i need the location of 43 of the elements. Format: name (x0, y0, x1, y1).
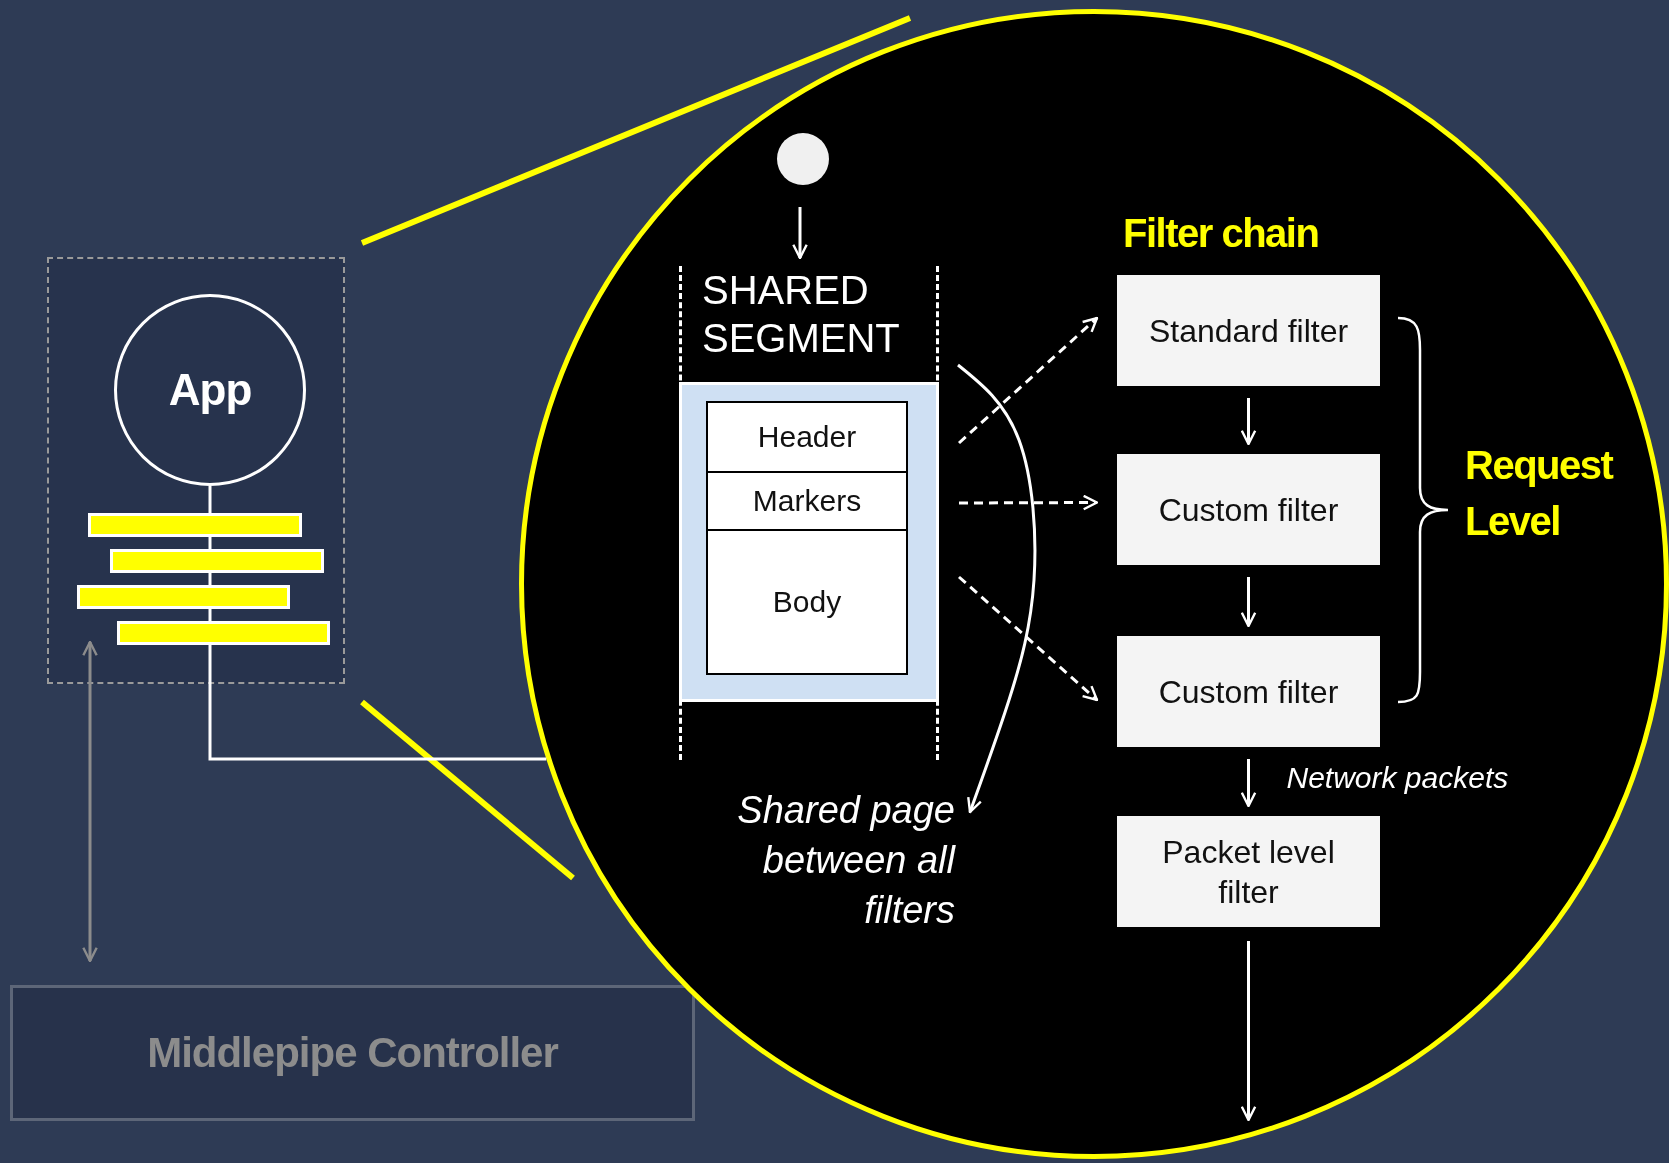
dashed-arrow (959, 494, 1099, 511)
filter-box (1117, 275, 1380, 386)
filter-label: Custom filter (1158, 672, 1339, 712)
packet-bar (110, 549, 324, 573)
annotation-text: Shared page between all filters (737, 789, 955, 931)
filter-label: Standard filter (1148, 311, 1349, 351)
connector-line (208, 486, 212, 513)
segment-field (706, 471, 908, 531)
dashed-arrow (958, 575, 1099, 702)
field-label: Body (772, 584, 842, 620)
dashed-container (47, 257, 345, 684)
arrow (82, 640, 98, 963)
start-dot (777, 133, 829, 185)
heading: Filter chain (1123, 210, 1320, 257)
connector-line (208, 645, 547, 761)
filter-label: Packet level filter (1161, 832, 1336, 912)
connector-line (208, 609, 212, 621)
filter-label: Custom filter (1158, 490, 1339, 530)
arrow (792, 207, 808, 260)
controller-label: Middlepipe Controller (147, 1029, 558, 1077)
connector-line (208, 573, 212, 585)
arrow (957, 363, 1037, 814)
segment-field (706, 529, 908, 675)
controller-box (10, 985, 695, 1121)
app-label: App (168, 365, 252, 415)
packet-bar (117, 621, 330, 645)
packet-bar (88, 513, 302, 537)
dashed-arrow (958, 316, 1099, 445)
segment-field (706, 401, 908, 473)
arrow (1240, 398, 1257, 446)
segment-title: SHARED SEGMENT (702, 267, 901, 362)
heading: Request Level (1465, 442, 1614, 545)
field-label: Header (757, 419, 857, 455)
shared-segment (679, 266, 939, 760)
field-label: Markers (752, 483, 862, 519)
arrow (1240, 577, 1257, 628)
packet-bar (77, 585, 290, 609)
arrow (1240, 759, 1257, 808)
filter-box (1117, 816, 1380, 927)
arrow (1240, 941, 1257, 1122)
filter-box (1117, 636, 1380, 747)
filter-box (1117, 454, 1380, 565)
connector-line (208, 537, 212, 549)
